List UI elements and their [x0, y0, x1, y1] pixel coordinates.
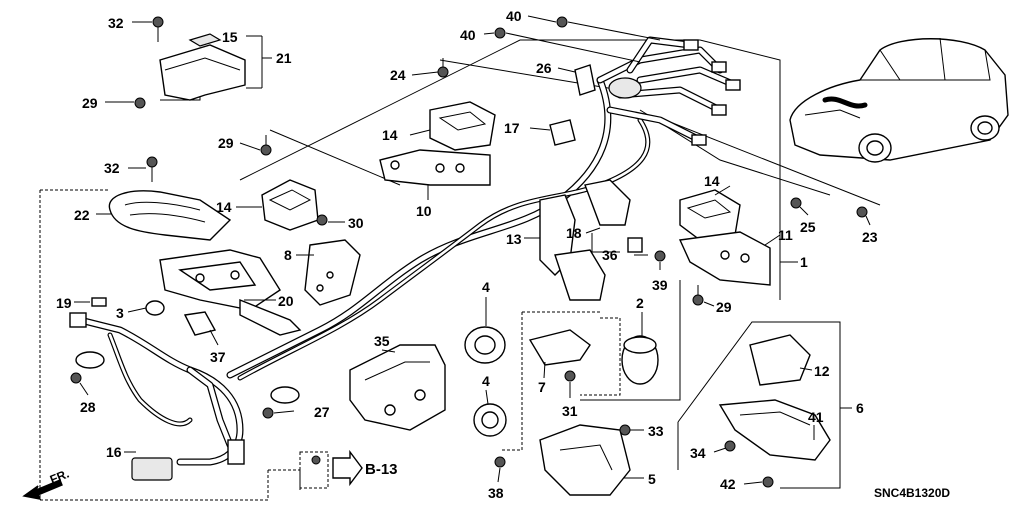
left-harness	[69, 312, 245, 481]
diagram-code: SNC4B1320D	[874, 486, 950, 500]
part-41	[718, 399, 831, 461]
small-clamps	[75, 64, 643, 404]
callout-20: 20	[278, 293, 294, 309]
callout-29-c: 29	[716, 299, 732, 315]
callout-39: 39	[652, 277, 668, 293]
b13-reference: B-13	[299, 449, 398, 489]
callout-37: 37	[210, 349, 226, 365]
callout-28: 28	[80, 399, 96, 415]
callout-41: 41	[808, 409, 824, 425]
callout-22: 22	[74, 207, 90, 223]
ref-b13-label: B-13	[365, 461, 398, 478]
callout-29-a: 29	[82, 95, 98, 111]
callout-4-a: 4	[482, 279, 490, 295]
callout-11: 11	[778, 227, 793, 243]
callout-14-a: 14	[216, 199, 232, 215]
callout-4-b: 4	[482, 373, 490, 389]
part-7	[528, 329, 591, 366]
callout-40-b: 40	[460, 27, 476, 43]
callout-10: 10	[416, 203, 432, 219]
callout-23: 23	[862, 229, 878, 245]
part-20	[159, 249, 302, 336]
callout-36: 36	[602, 247, 618, 263]
callout-29-b: 29	[218, 135, 234, 151]
callout-34: 34	[690, 445, 706, 461]
part-35	[349, 344, 446, 431]
part-13	[539, 179, 631, 301]
callout-26: 26	[536, 60, 552, 76]
callout-19: 19	[56, 295, 72, 311]
part-10	[379, 149, 491, 186]
part-2	[621, 335, 659, 385]
callout-32-b: 32	[104, 160, 120, 176]
callout-15: 15	[222, 29, 238, 45]
part-5	[539, 424, 631, 496]
part-14-pads	[261, 101, 741, 241]
callout-17: 17	[504, 120, 520, 136]
callout-14-b: 14	[382, 127, 398, 143]
callout-1: 1	[800, 254, 808, 270]
callout-33: 33	[648, 423, 664, 439]
callout-8: 8	[284, 247, 292, 263]
callout-27: 27	[314, 404, 330, 420]
part-22	[108, 190, 232, 241]
callout-6: 6	[856, 400, 864, 416]
bolts	[70, 16, 868, 488]
callout-16: 16	[106, 444, 122, 460]
callout-38: 38	[488, 485, 504, 501]
part-21	[159, 33, 246, 101]
callout-24: 24	[390, 67, 406, 83]
front-direction-label: FR.	[48, 467, 71, 487]
callout-2: 2	[636, 295, 644, 311]
main-wire-harness	[226, 36, 741, 381]
part-11	[678, 231, 771, 286]
callout-25: 25	[800, 219, 816, 235]
callout-31: 31	[562, 403, 578, 419]
callout-32: 32	[108, 15, 124, 31]
part-12	[749, 334, 811, 386]
front-direction-arrow: FR.	[22, 467, 71, 500]
callout-3: 3	[116, 305, 124, 321]
callout-7: 7	[538, 379, 546, 395]
car-illustration	[789, 37, 1009, 163]
callout-13: 13	[506, 231, 522, 247]
callout-42: 42	[720, 476, 736, 492]
callout-14-c: 14	[704, 173, 720, 189]
part-8	[304, 239, 361, 306]
callout-5: 5	[648, 471, 656, 487]
callout-21: 21	[276, 50, 292, 66]
callout-18: 18	[566, 225, 582, 241]
callout-12: 12	[814, 363, 830, 379]
callout-30: 30	[348, 215, 364, 231]
callout-40-a: 40	[506, 8, 522, 24]
part-4-clamps	[464, 326, 507, 437]
callout-35: 35	[374, 333, 390, 349]
leader-lines	[74, 15, 871, 485]
callout-labels: 32 15 21 29 32 22 29 14 8 30 20 19 3 37 …	[56, 8, 878, 501]
